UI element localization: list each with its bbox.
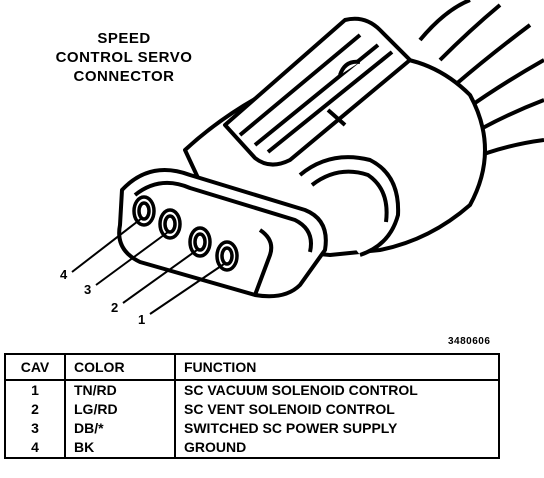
locking-tab [223, 16, 412, 167]
cavity-2 [188, 226, 212, 258]
table-row: 1 TN/RD SC VACUUM SOLENOID CONTROL [4, 380, 500, 400]
cavity-table: CAV COLOR FUNCTION 1 TN/RD SC VACUUM SOL… [4, 353, 500, 459]
cav-cell: 4 [4, 438, 65, 459]
connector-illustration [71, 0, 544, 315]
cav-cell: 2 [4, 400, 65, 419]
cav-cell: 3 [4, 419, 65, 438]
title-line-1: SPEED [97, 30, 151, 47]
header-function: FUNCTION [174, 353, 500, 381]
pin-label-4: 4 [60, 267, 68, 282]
color-cell: DB/* [64, 419, 175, 438]
leader-lines [71, 217, 225, 315]
figure-ref-code: 3480606 [448, 336, 491, 347]
terminal-cavities [132, 195, 239, 272]
table-row: 2 LG/RD SC VENT SOLENOID CONTROL [4, 400, 500, 419]
function-cell: SC VENT SOLENOID CONTROL [174, 400, 500, 419]
function-cell: SWITCHED SC POWER SUPPLY [174, 419, 500, 438]
header-color: COLOR [64, 353, 175, 381]
pin-label-3: 3 [84, 282, 92, 297]
title-line-2: CONTROL SERVO [55, 49, 193, 66]
header-cav: CAV [4, 353, 65, 381]
cavity-1 [215, 240, 239, 272]
pin-label-1: 1 [138, 312, 146, 327]
cav-cell: 1 [4, 380, 65, 400]
function-cell: GROUND [174, 438, 500, 459]
function-cell: SC VACUUM SOLENOID CONTROL [174, 380, 500, 400]
cavity-4 [132, 195, 156, 227]
connector-face [117, 168, 328, 299]
color-cell: LG/RD [64, 400, 175, 419]
title-line-3: CONNECTOR [73, 68, 175, 85]
table-row: 3 DB/* SWITCHED SC POWER SUPPLY [4, 419, 500, 438]
pin-label-2: 2 [111, 300, 119, 315]
table-header-row: CAV COLOR FUNCTION [4, 353, 500, 381]
table-row: 4 BK GROUND [4, 438, 500, 459]
color-cell: TN/RD [64, 380, 175, 400]
cavity-3 [158, 208, 182, 240]
color-cell: BK [64, 438, 175, 459]
